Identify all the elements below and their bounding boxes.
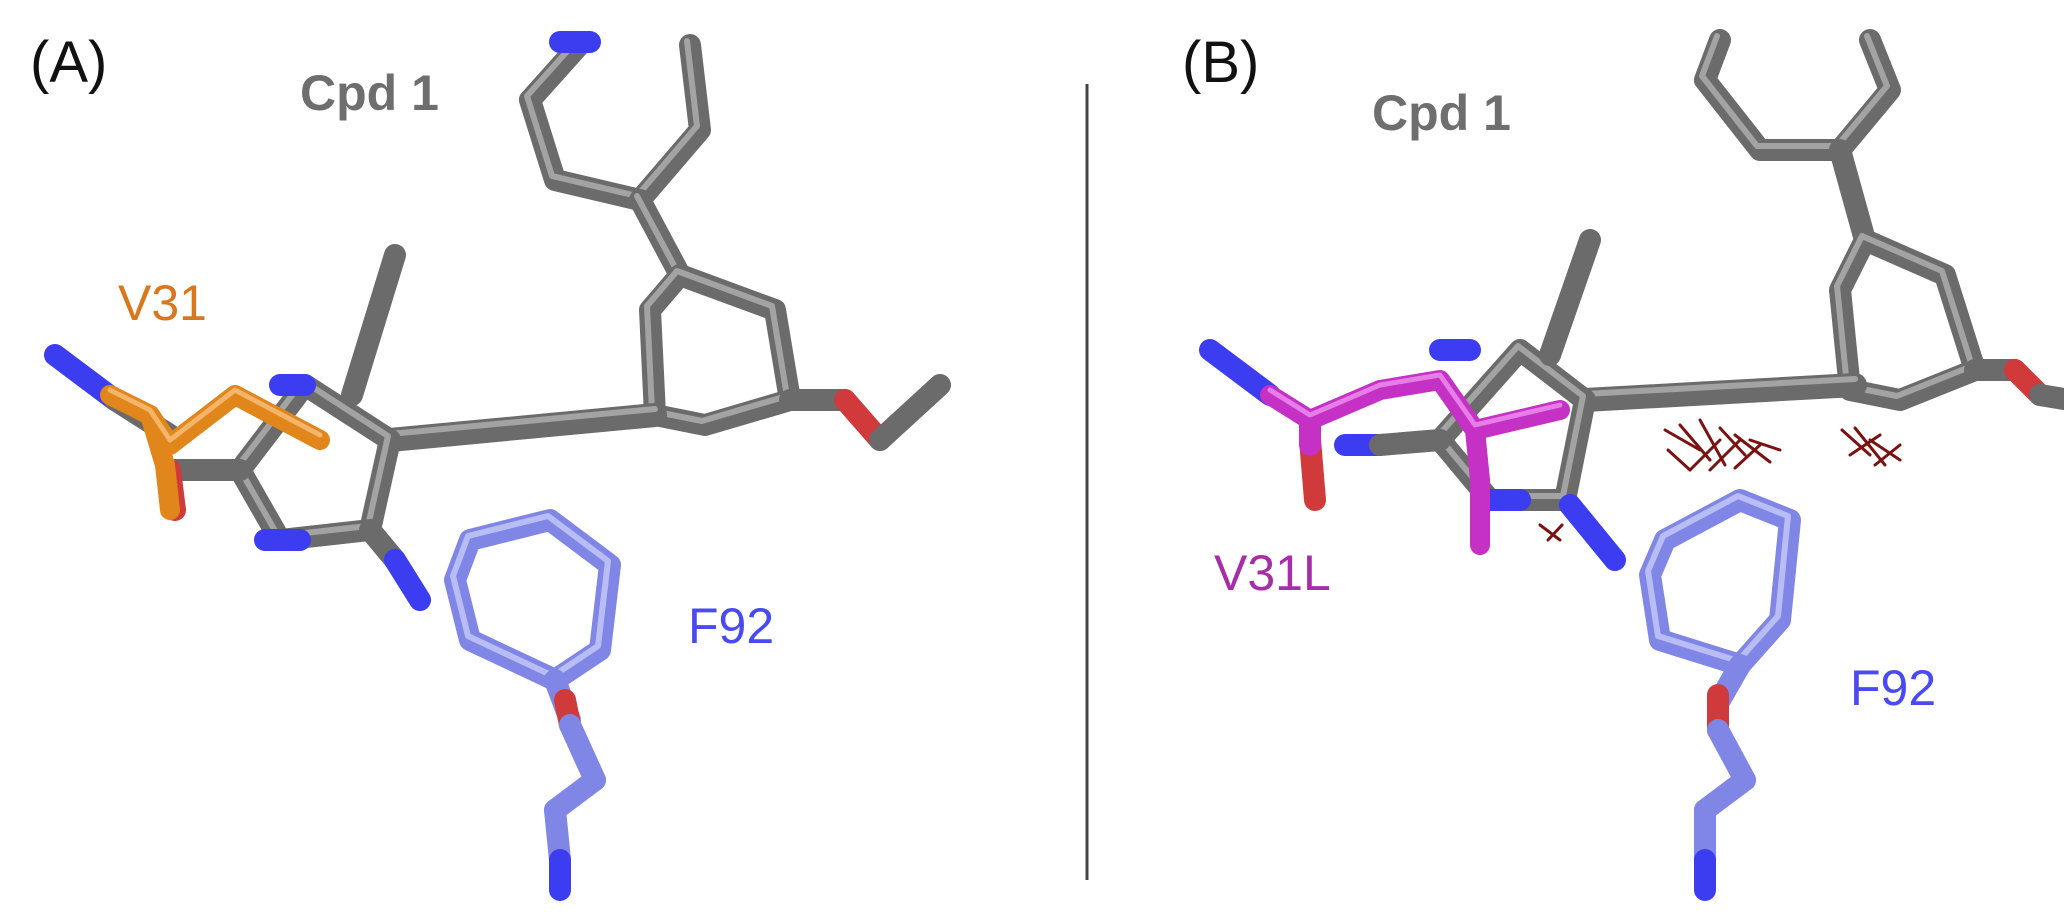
- residue-f92: [444, 509, 621, 901]
- panel-b-contact-label: F92: [1850, 660, 1936, 716]
- ligand-lower-ring: [639, 264, 951, 451]
- residue-v31l: [1260, 370, 1570, 555]
- top-ring-highlight: [524, 35, 700, 199]
- linker-bond-b: [1829, 139, 1876, 251]
- panel-b-ligand-label: Cpd 1: [1372, 85, 1511, 141]
- central-bond: [378, 403, 667, 452]
- panel-b-residue-label: V31L: [1214, 545, 1331, 601]
- panel-a-contact-label: F92: [688, 598, 774, 654]
- panel-b: (B) Cpd 1 V31L F92: [1182, 29, 2064, 901]
- top-ring-highlight-b: [1699, 33, 1890, 149]
- methoxy-methyl: [869, 374, 951, 451]
- residue-v31: [100, 385, 330, 520]
- panel-a-letter: (A): [30, 30, 107, 95]
- central-bond-highlight: [387, 406, 658, 437]
- central-bond-highlight-b: [1582, 376, 1858, 397]
- clash-cluster-2: [1840, 426, 1902, 467]
- panel-a: (A) Cpd 1 V31 F92: [30, 30, 951, 901]
- lower-ring-highlight-b: [1834, 233, 1975, 399]
- panel-a-residue-label: V31: [118, 275, 207, 331]
- f92-ring-highlight: [450, 513, 611, 679]
- f92-ring-highlight-b: [1645, 493, 1791, 664]
- clash-markers: [1538, 418, 1902, 542]
- methyl-bond-b: [1539, 229, 1601, 366]
- residue-f92-b: [1639, 489, 1801, 901]
- ligand-central-bond-b: [1573, 373, 1867, 412]
- ligand-pyrimidine-b: [1199, 229, 1626, 571]
- lower-ring-highlight: [644, 268, 790, 424]
- ligand-top-ring-b: [1694, 29, 1901, 251]
- panel-b-letter: (B): [1182, 30, 1259, 95]
- ligand-top-ring: [519, 31, 711, 211]
- v31-branch: [140, 405, 180, 520]
- v31-highlight: [107, 387, 323, 443]
- methoxy-methyl-b: [2029, 384, 2064, 411]
- ligand-linker: [629, 189, 691, 286]
- amine-nitrogen-b: [1559, 494, 1626, 571]
- clash-cluster-3: [1538, 523, 1564, 542]
- v31l-highlight: [1267, 372, 1563, 428]
- linker-highlight: [634, 193, 680, 274]
- panel-a-ligand-label: Cpd 1: [300, 65, 439, 121]
- clash-cluster-1: [1663, 418, 1782, 472]
- ligand-central-bond: [378, 403, 667, 452]
- central-bond-b: [1573, 373, 1867, 412]
- ligand-lower-ring-b: [1829, 229, 2064, 411]
- pyrimidine-highlight: [235, 378, 391, 539]
- methyl-bond: [341, 244, 406, 406]
- v31-sidechain: [100, 385, 330, 455]
- amide-c-bond-b: [1369, 429, 1451, 456]
- v31l-branch: [1465, 420, 1490, 555]
- amine-nitrogen: [384, 549, 431, 611]
- amide-nitrogen-b: [1199, 339, 1281, 406]
